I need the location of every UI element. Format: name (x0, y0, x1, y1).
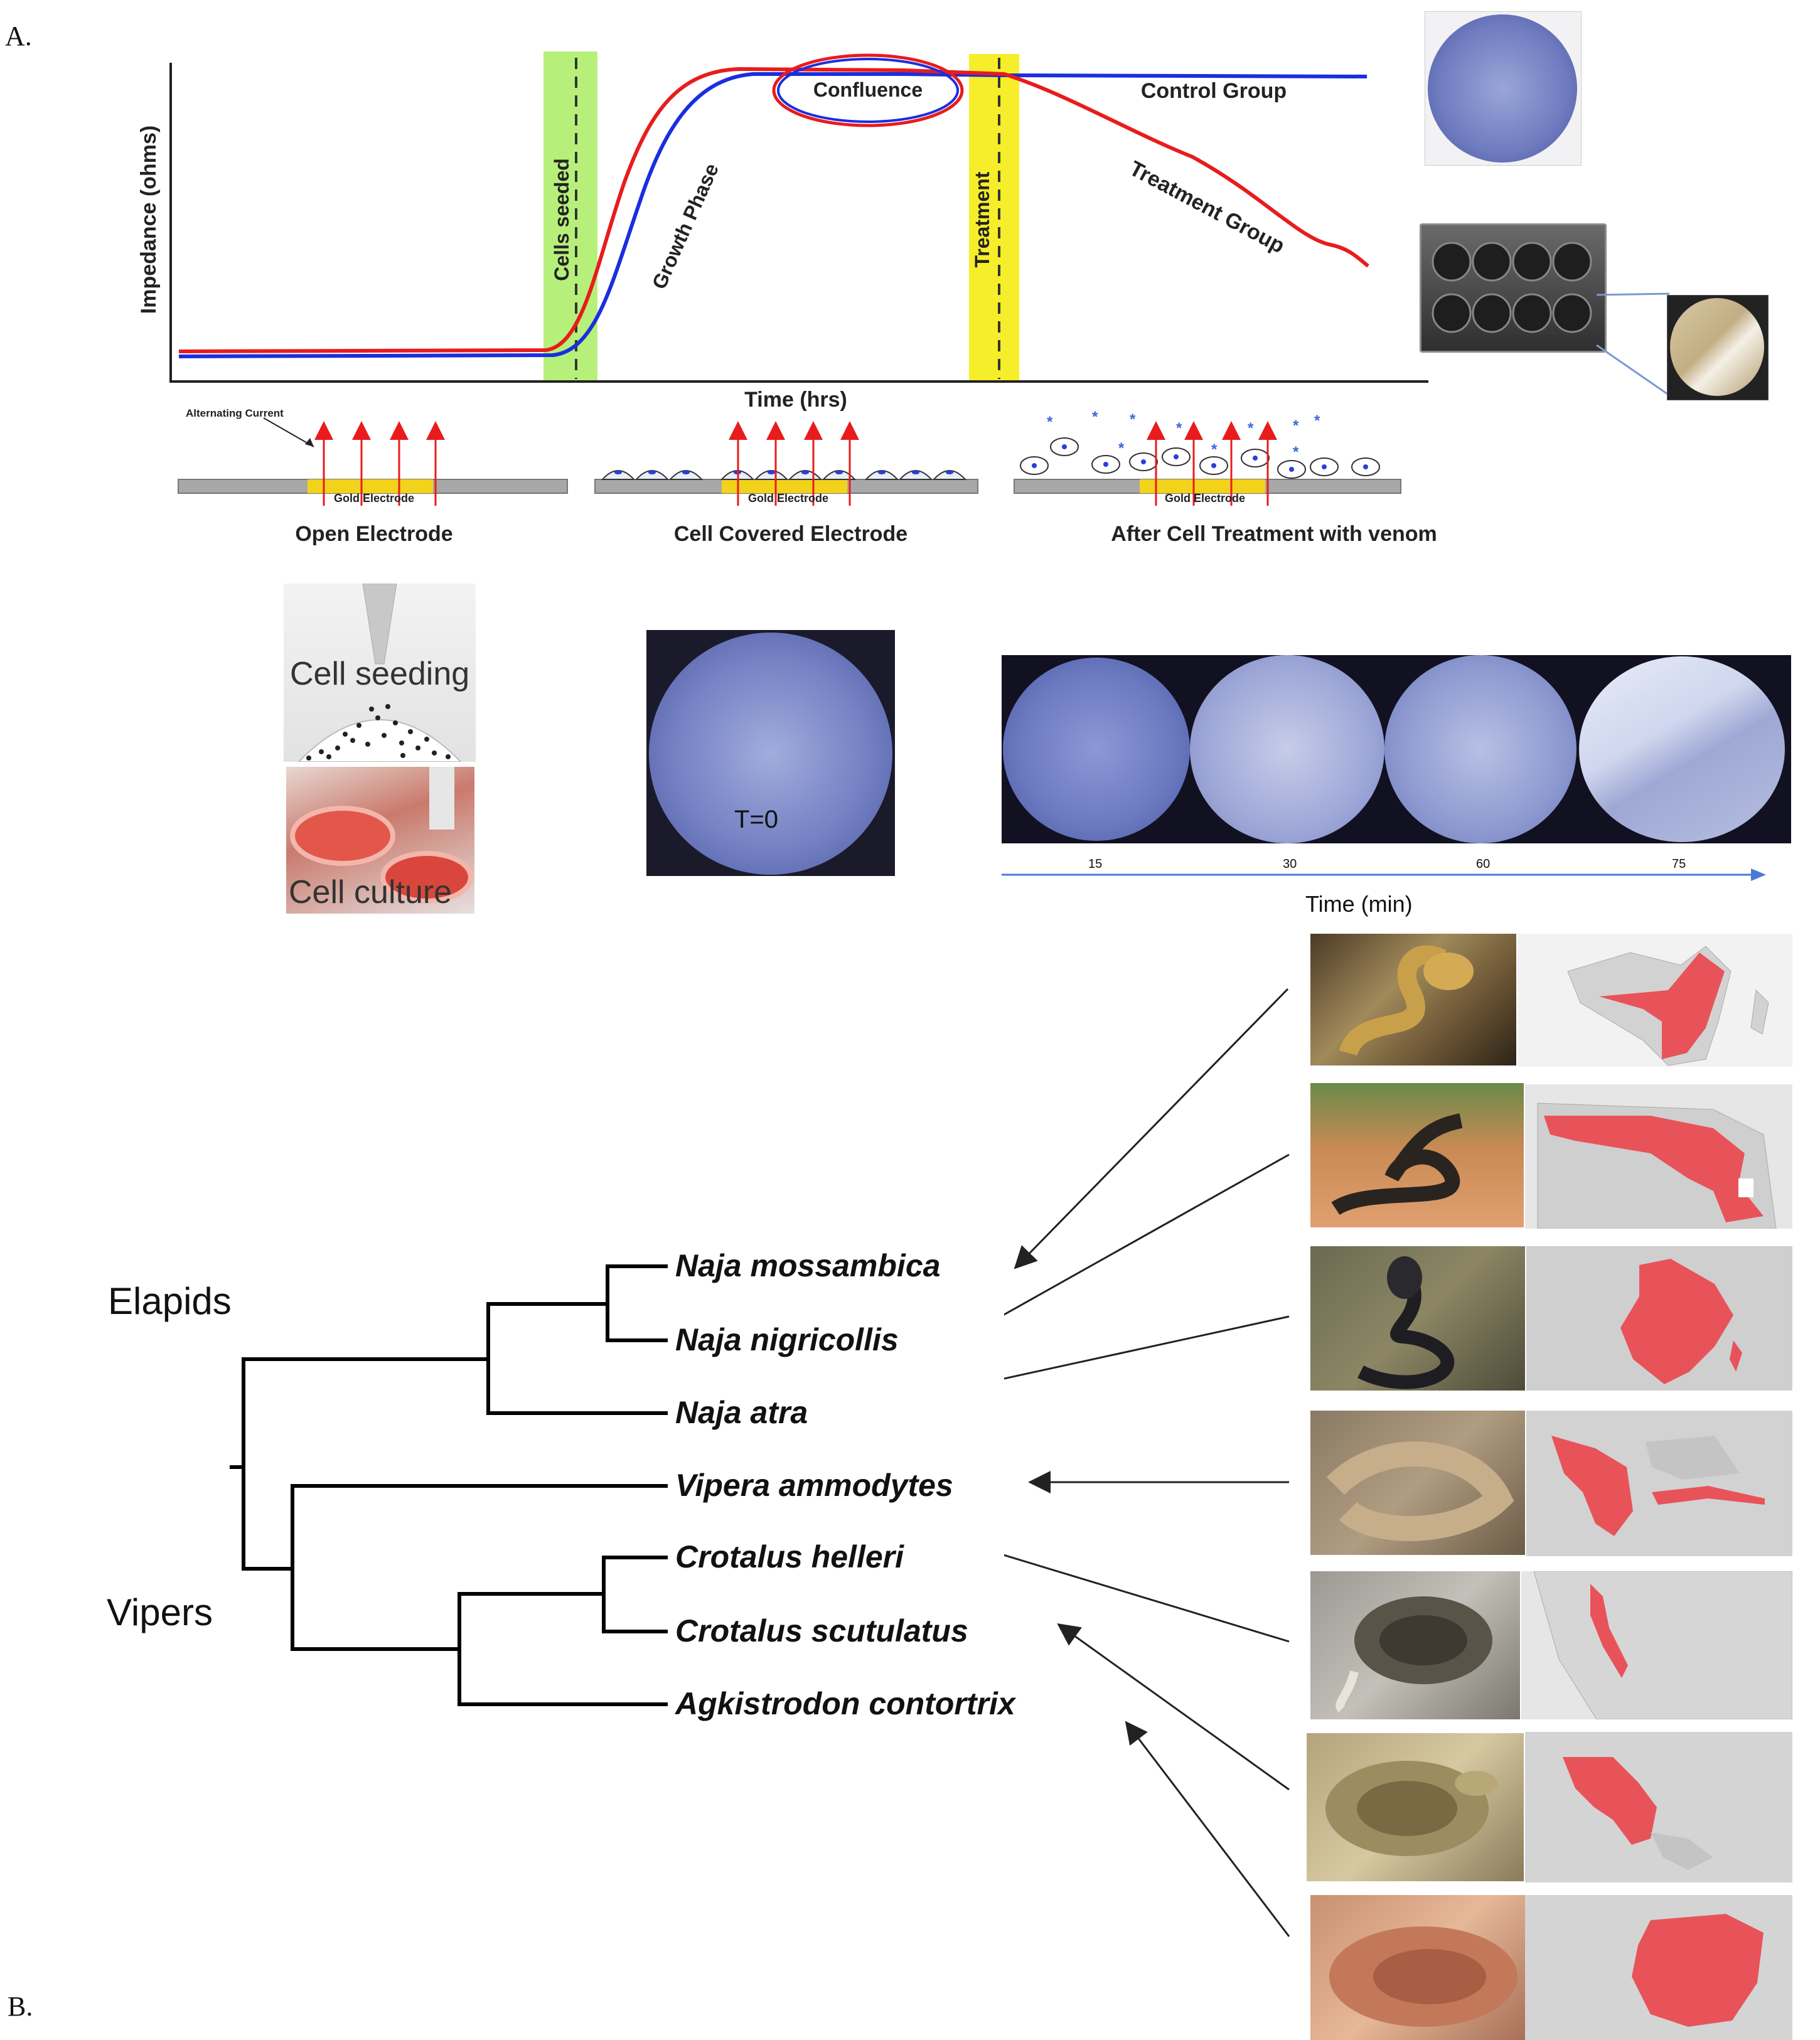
svg-text:*: * (1211, 441, 1218, 458)
tick-30: 30 (1283, 857, 1297, 871)
timelapse-frame-60 (1384, 655, 1576, 843)
timelapse-axis (1002, 868, 1766, 881)
species-crotalus-scutulatus: Crotalus scutulatus (675, 1613, 968, 1648)
tick-75: 75 (1672, 857, 1686, 871)
svg-text:*: * (1118, 440, 1125, 457)
confluence-ellipse-red (772, 53, 964, 127)
svg-text:*: * (1130, 411, 1136, 428)
cell-seeding-label: Cell seeding (290, 656, 470, 692)
timelapse-frame-30 (1190, 655, 1384, 843)
control-curve (178, 72, 1368, 358)
t0-microscope-image (646, 630, 895, 876)
svg-text:*: * (1293, 444, 1299, 461)
control-group-label: Control Group (1141, 79, 1287, 103)
gold-electrode-label-3: Gold Electrode (1165, 492, 1245, 505)
range-map-ammodytes (1526, 1411, 1792, 1556)
range-map-scutulatus (1525, 1732, 1792, 1882)
alternating-current-label: Alternating Current (186, 407, 284, 419)
svg-text:*: * (1248, 420, 1254, 437)
cell-seeding-panel (284, 584, 476, 762)
svg-text:*: * (1092, 409, 1098, 425)
treatment-band-label: Treatment (971, 171, 993, 267)
timelapse-frame-15 (1003, 658, 1190, 841)
well-zoom-image (1667, 295, 1769, 400)
phylogenetic-tree: Elapids Vipers Naja mossambica Naja nigr… (107, 1248, 1017, 1721)
panel-label-b: B. (8, 1991, 33, 2022)
timelapse-strip (1002, 655, 1791, 843)
cell-culture-label: Cell culture (289, 874, 452, 911)
cell-culture-image (286, 767, 474, 914)
y-axis-label: Impedance (ohms) (137, 125, 161, 314)
timeline-label: Time (min) (1305, 891, 1413, 917)
growth-phase-label: Growth Phase (648, 160, 723, 292)
covered-electrode-label: Cell Covered Electrode (674, 522, 907, 546)
covered-gold (722, 479, 847, 493)
snake-photo-atra (1310, 1246, 1525, 1391)
species-arrows (1004, 988, 1290, 1937)
impedance-chart: Impedance (ohms) Time (hrs) Cells seeded… (137, 51, 1428, 412)
svg-text:*: * (1314, 412, 1320, 429)
after-gold (1140, 479, 1265, 493)
species-agkistrodon-contortrix: Agkistrodon contortrix (674, 1686, 1017, 1721)
treatment-band (969, 54, 1019, 382)
range-map-nigricollis (1525, 1084, 1792, 1229)
range-map-mossambica (1518, 934, 1792, 1067)
cells-seeded-band (543, 51, 597, 382)
snake-photo-mossambica (1310, 934, 1516, 1065)
treatment-group-label: Treatment Group (1125, 156, 1288, 258)
well-plate-image (1420, 223, 1607, 353)
species-naja-nigricollis: Naja nigricollis (675, 1322, 899, 1357)
treatment-curve (178, 67, 1369, 353)
svg-text:*: * (1047, 414, 1053, 430)
snake-photo-helleri (1310, 1571, 1520, 1719)
gold-electrode-label-2: Gold Electrode (748, 492, 828, 505)
species-vipera-ammodytes: Vipera ammodytes (675, 1468, 953, 1503)
svg-text:*: * (1176, 420, 1182, 437)
confluence-label: Confluence (813, 78, 923, 101)
snake-photo-contortrix (1310, 1895, 1525, 2040)
t0-label: T=0 (734, 806, 779, 833)
snake-photo-ammodytes (1310, 1411, 1525, 1555)
range-map-helleri (1521, 1571, 1792, 1719)
open-gold (308, 479, 433, 493)
droplet-icon (297, 719, 462, 762)
pipette-tip-icon (362, 584, 397, 665)
electrode-diagrams: Alternating Current Gold Electrode Open … (178, 407, 1437, 546)
after-treatment-label: After Cell Treatment with venom (1111, 522, 1437, 546)
vipers-label: Vipers (107, 1591, 213, 1633)
cells-seeded-label: Cells seeded (550, 158, 573, 281)
range-map-contortrix (1525, 1895, 1792, 2040)
svg-text:*: * (1293, 417, 1299, 434)
zoom-lines (1596, 292, 1670, 397)
elapids-label: Elapids (108, 1280, 232, 1322)
open-electrode-label: Open Electrode (295, 522, 452, 546)
tick-60: 60 (1476, 857, 1491, 871)
gold-electrode-label-1: Gold Electrode (334, 492, 414, 505)
snake-photo-scutulatus (1307, 1733, 1524, 1881)
species-naja-mossambica: Naja mossambica (675, 1248, 940, 1283)
range-map-atra (1526, 1246, 1792, 1391)
timelapse-frame-75 (1579, 656, 1785, 842)
confluence-ellipse-blue (777, 58, 959, 123)
snake-photo-nigricollis (1310, 1083, 1524, 1227)
species-naja-atra: Naja atra (675, 1395, 808, 1430)
confluent-cells-image (1425, 11, 1582, 166)
x-axis-label: Time (hrs) (744, 388, 847, 412)
panel-label-a: A. (5, 21, 32, 51)
tick-15: 15 (1088, 857, 1103, 871)
species-crotalus-helleri: Crotalus helleri (675, 1539, 904, 1574)
